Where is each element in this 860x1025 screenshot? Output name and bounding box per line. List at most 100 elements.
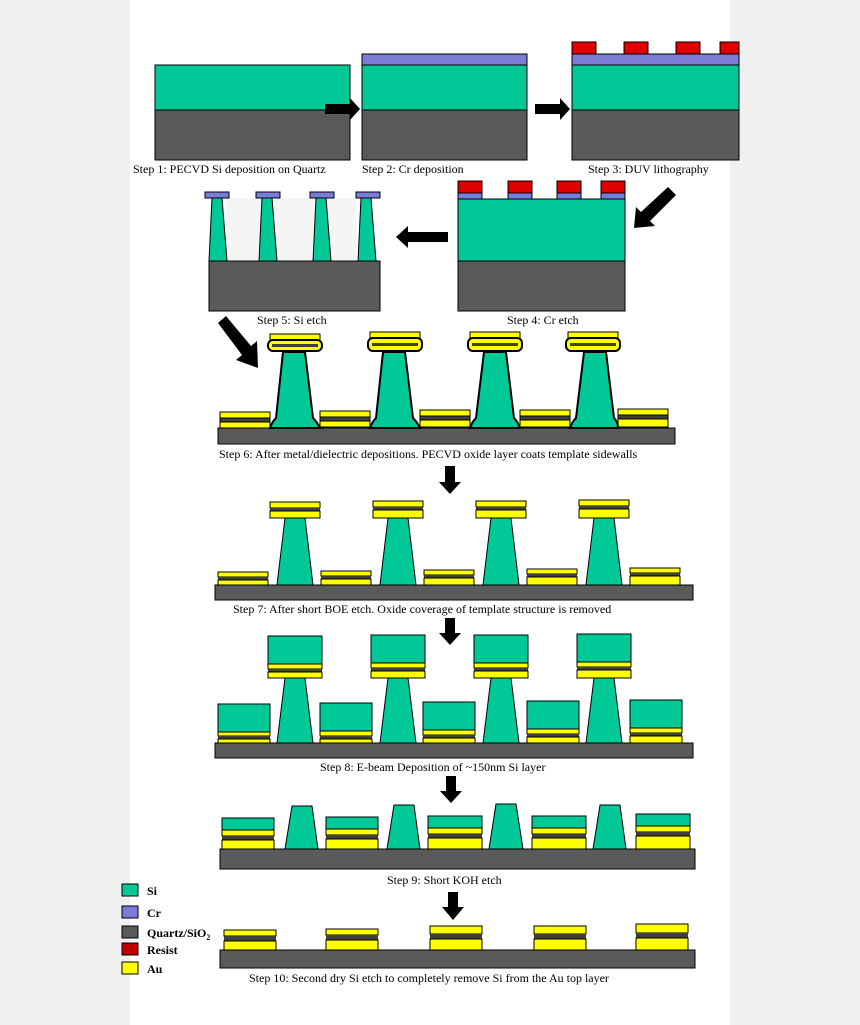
top-au-caps (267, 331, 621, 352)
step-8-label: Step 8: E-beam Deposition of ~150nm Si l… (320, 760, 545, 774)
top-au-caps (269, 499, 630, 519)
arrow-diagonal (634, 187, 676, 228)
step-3-figure (571, 41, 740, 161)
legend-label-resist: Resist (147, 943, 178, 957)
arrow-down (439, 618, 461, 645)
si-pillar (585, 677, 623, 744)
cr-pad (507, 192, 533, 200)
step-10-figure (219, 923, 696, 969)
si-pillar (357, 197, 377, 262)
quartz-substrate (361, 109, 528, 161)
legend-swatch-au (121, 961, 139, 975)
si-layer (571, 64, 740, 111)
arrow-left (396, 226, 448, 248)
arrow-down (442, 892, 464, 920)
resist-pad (556, 180, 582, 194)
quartz-substrate (214, 742, 694, 759)
arrow-down (440, 776, 462, 803)
step-1-label: Step 1: PECVD Si deposition on Quartz (133, 162, 326, 176)
step-6-label: Step 6: After metal/dielectric depositio… (219, 447, 638, 461)
si-pillar (368, 351, 422, 429)
quartz-substrate (571, 109, 740, 161)
si-pillar (468, 351, 522, 429)
si-pillar (379, 677, 417, 744)
si-pillar (208, 197, 228, 262)
left-margin (0, 0, 130, 1025)
resist-pad (507, 180, 533, 194)
step-10-label: Step 10: Second dry Si etch to completel… (249, 971, 609, 985)
legend-swatch-quartz (121, 925, 139, 939)
step-3-label: Step 3: DUV lithography (588, 162, 709, 176)
cr-layer (361, 53, 528, 66)
resist-pad (600, 180, 626, 194)
etched-gap (226, 198, 356, 260)
si-pillar (386, 804, 421, 850)
cr-pad (457, 192, 483, 200)
au-stacks (223, 923, 689, 951)
si-layer (361, 64, 528, 111)
quartz-substrate (154, 109, 351, 161)
legend-swatch-resist (121, 942, 139, 956)
arrow-right (535, 98, 570, 120)
step-7-label: Step 7: After short BOE etch. Oxide cove… (233, 602, 611, 616)
si-pillar (585, 517, 623, 586)
si-pillar (488, 803, 524, 850)
legend-label-cr: Cr (147, 906, 162, 920)
step-9-figure (219, 803, 696, 870)
cr-layer (571, 53, 740, 66)
quartz-substrate (208, 260, 381, 312)
step-4-label: Step 4: Cr etch (507, 313, 579, 327)
legend: Si Cr Quartz/SiO2 Resist Au (121, 883, 210, 976)
legend-label-si: Si (147, 884, 158, 898)
step-5-figure (204, 191, 381, 312)
resist-pad (457, 180, 483, 194)
si-pillar (276, 517, 314, 586)
resist-pad (719, 41, 740, 55)
cr-cap (355, 191, 381, 199)
arrow-down (439, 466, 461, 494)
cr-cap (204, 191, 230, 199)
step-1-figure (154, 64, 351, 161)
si-pillar (592, 804, 627, 850)
quartz-substrate (219, 848, 696, 870)
quartz-substrate (217, 427, 676, 445)
resist-pad (675, 41, 701, 55)
arrow-diagonal (218, 316, 258, 368)
cr-pad (600, 192, 626, 200)
bottom-au-pads (217, 567, 681, 586)
si-pillar (482, 677, 520, 744)
resist-pad (571, 41, 597, 55)
si-pillar (276, 677, 314, 744)
cr-cap (255, 191, 281, 199)
right-margin (730, 0, 860, 1025)
si-layer (457, 198, 626, 262)
resist-pad (623, 41, 649, 55)
quartz-substrate (214, 584, 694, 601)
si-pillar (482, 517, 520, 586)
step-7-figure (214, 499, 694, 601)
step-2-label: Step 2: Cr deposition (362, 162, 464, 176)
step-4-figure (457, 180, 626, 312)
cr-cap (309, 191, 335, 199)
bottom-stacks (217, 699, 683, 744)
arrow-right (325, 98, 360, 120)
si-pillar (268, 351, 322, 429)
au-stacks-with-si-caps (221, 813, 691, 850)
step-6-figure (217, 331, 676, 445)
step-2-figure (361, 53, 528, 161)
legend-label-au: Au (147, 962, 163, 976)
legend-swatch-si (121, 883, 139, 897)
si-pillar (379, 517, 417, 586)
step-5-label: Step 5: Si etch (257, 313, 327, 327)
legend-swatch-cr (121, 905, 139, 919)
quartz-substrate (219, 949, 696, 969)
si-pillar (568, 351, 620, 429)
step-8-figure (214, 633, 694, 759)
si-layer (154, 64, 351, 111)
step-9-label: Step 9: Short KOH etch (387, 873, 502, 887)
cr-pad (556, 192, 582, 200)
legend-label-quartz: Quartz/SiO2 (147, 926, 210, 942)
top-stacks (267, 633, 632, 679)
